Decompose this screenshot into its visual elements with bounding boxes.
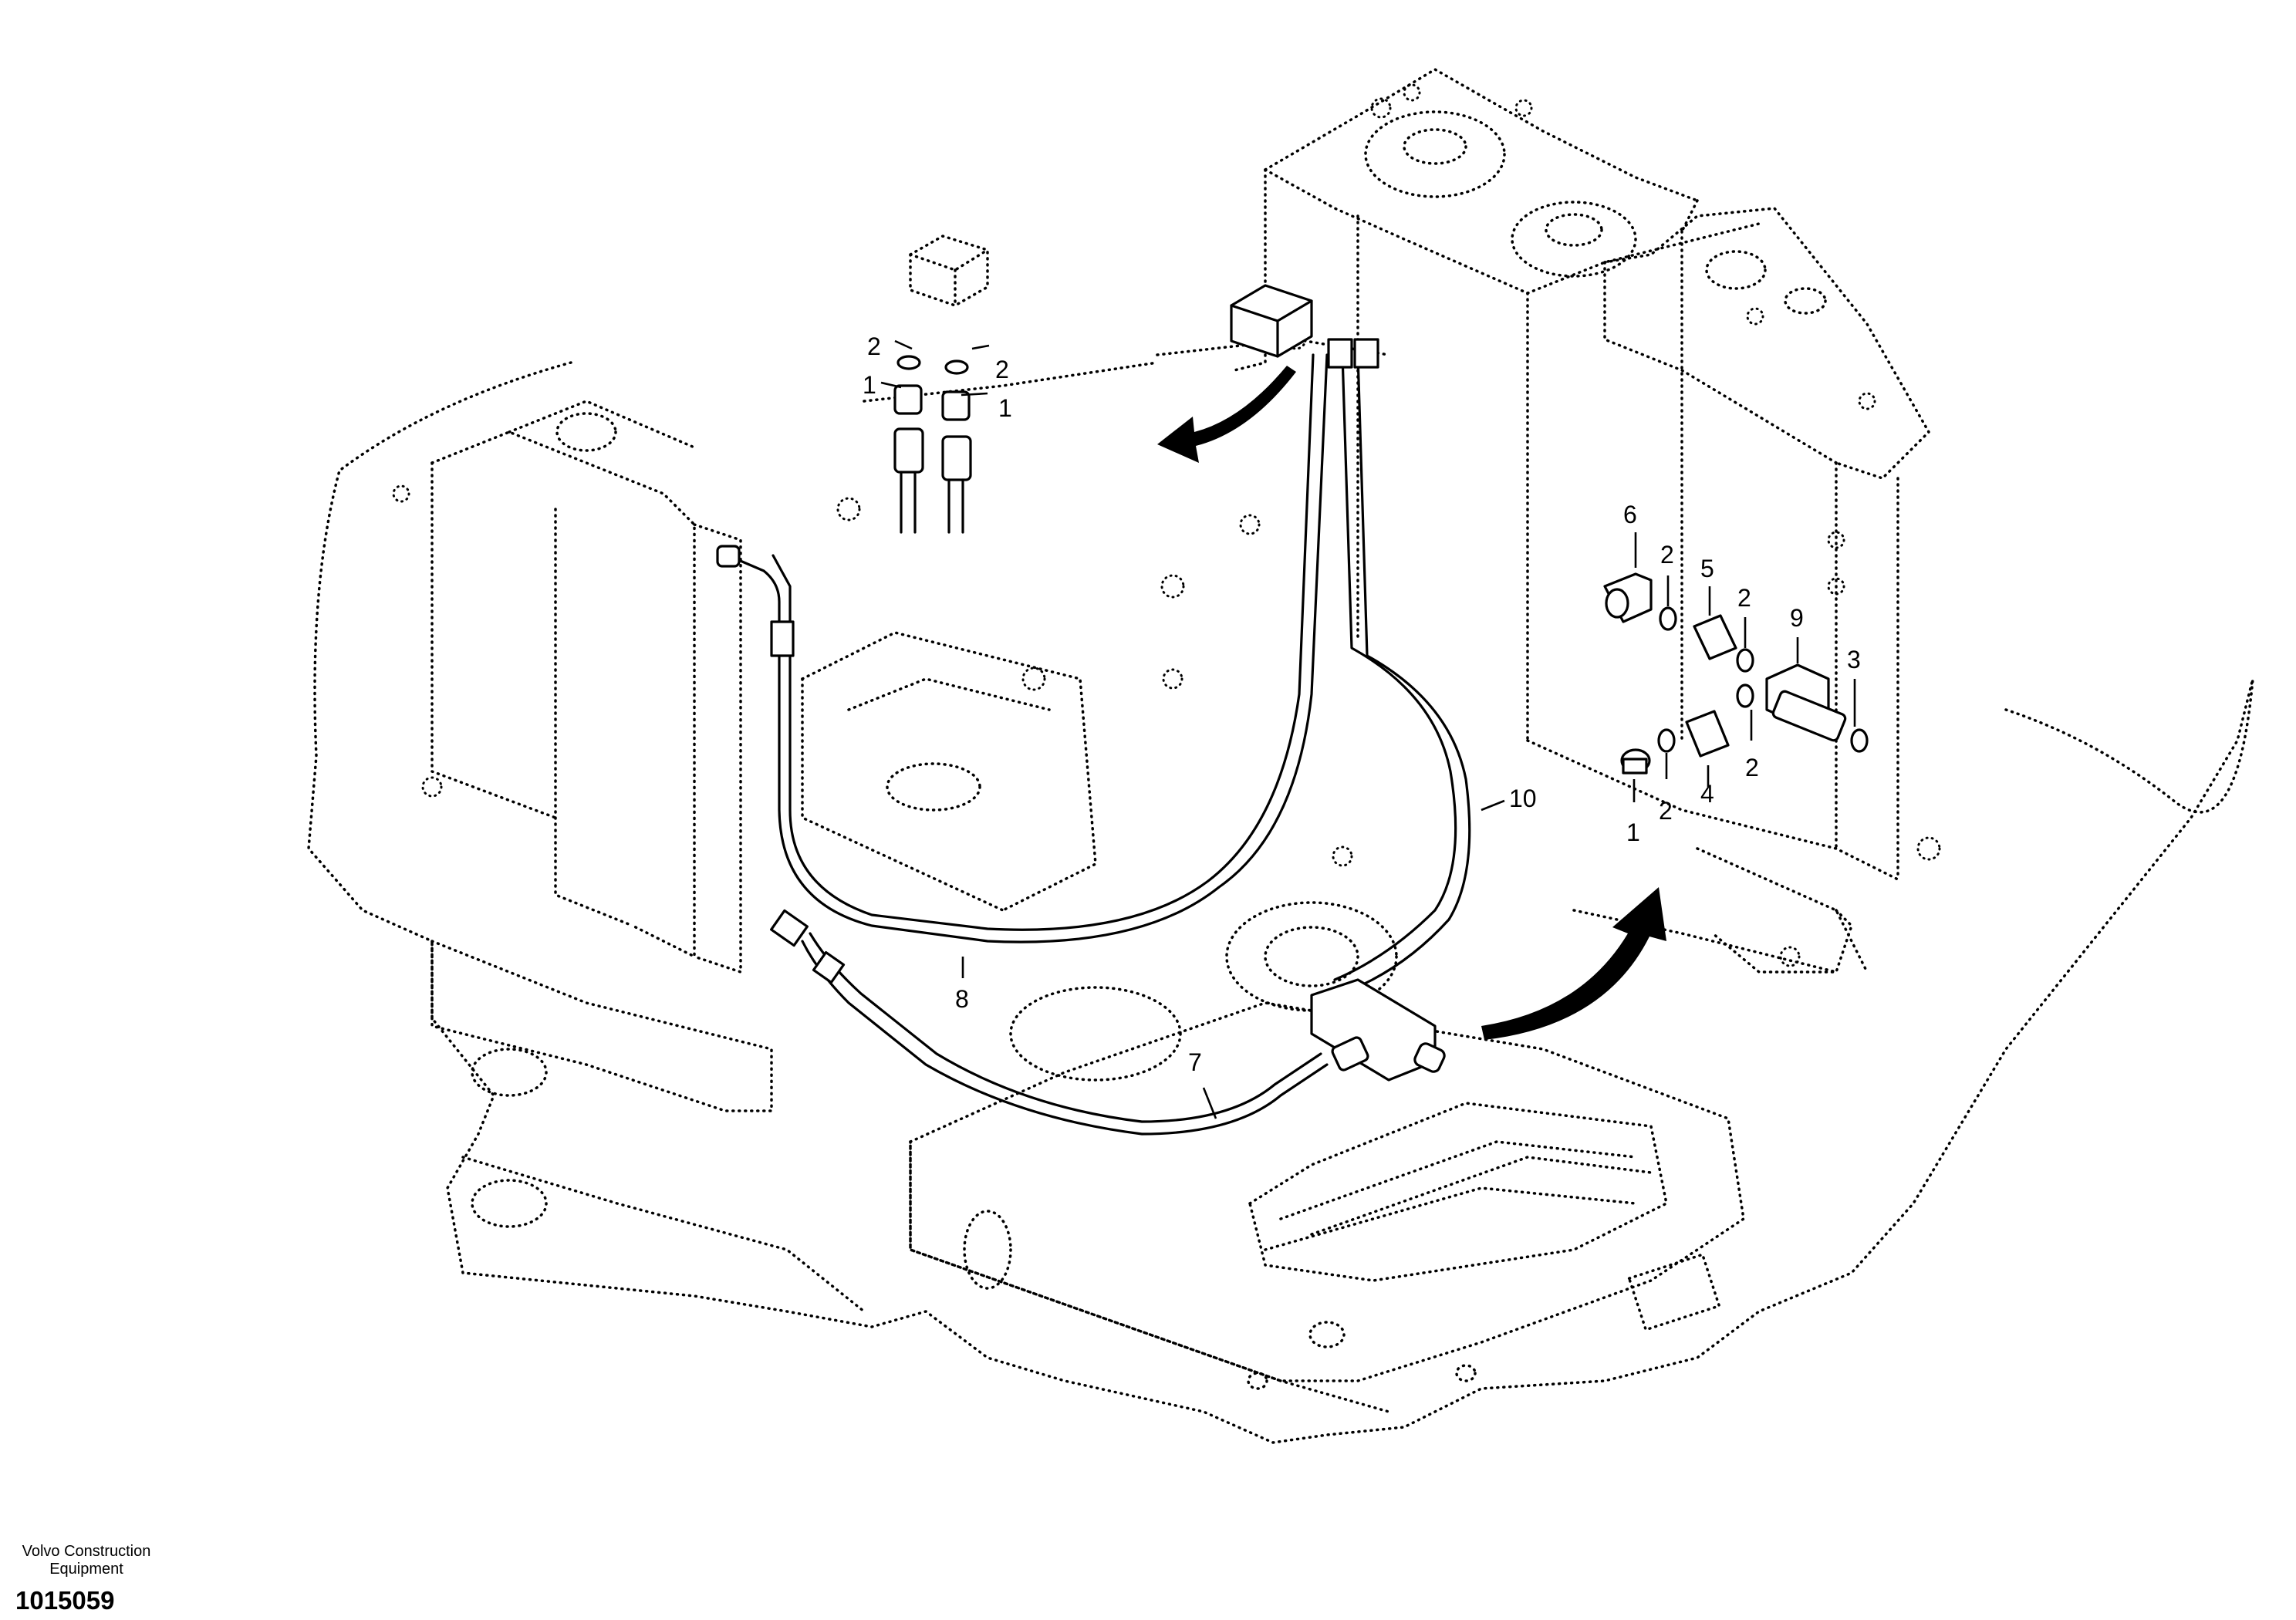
hose-8 — [716, 353, 1329, 943]
hose-7 — [770, 909, 1329, 1136]
brand-caption: Volvo Construction Equipment — [9, 1543, 164, 1578]
callout-o-ring-a: 2 — [1660, 541, 1674, 569]
top-adapters — [893, 355, 972, 534]
callout-hose-10: 10 — [1509, 785, 1537, 812]
callout-part-1-lower: 1 — [1626, 818, 1640, 846]
callout-part-9: 9 — [1790, 604, 1804, 632]
machine-frame-outline — [307, 68, 2254, 1444]
callout-part-5: 5 — [1700, 555, 1714, 582]
callout-top-left-adapter: 1 — [863, 371, 876, 399]
callout-top-right-adapter: 1 — [998, 394, 1012, 422]
callout-elbow-6: 6 — [1623, 501, 1637, 528]
callout-hose-7: 7 — [1188, 1048, 1202, 1076]
valve-block-detail — [909, 235, 1313, 358]
brand-line-2: Equipment — [49, 1561, 123, 1578]
tee-fitting — [1310, 978, 1446, 1082]
right-fittings — [1603, 572, 1869, 775]
direction-arrow-bottom — [1481, 887, 1666, 1040]
callout-o-ring-b: 2 — [1737, 584, 1751, 612]
callout-o-ring-c: 2 — [1659, 797, 1673, 825]
callout-o-ring-d: 2 — [1745, 754, 1759, 781]
callout-labels: 2 1 2 1 6 2 5 2 9 3 1 2 4 2 10 8 7 — [863, 332, 1861, 1076]
drawing-number: 1015059 — [15, 1586, 115, 1615]
leader-lines — [880, 339, 1856, 1119]
direction-arrow-top — [1157, 366, 1296, 463]
brand-line-1: Volvo Construction — [22, 1543, 151, 1560]
bolt-holes — [392, 83, 1941, 967]
callout-top-left-o-ring: 2 — [867, 332, 881, 360]
callout-hose-8: 8 — [955, 985, 969, 1013]
hose-10 — [1327, 338, 1471, 994]
callout-part-4: 4 — [1700, 780, 1714, 808]
callout-part-3: 3 — [1847, 646, 1861, 673]
callout-top-right-o-ring: 2 — [995, 356, 1009, 383]
